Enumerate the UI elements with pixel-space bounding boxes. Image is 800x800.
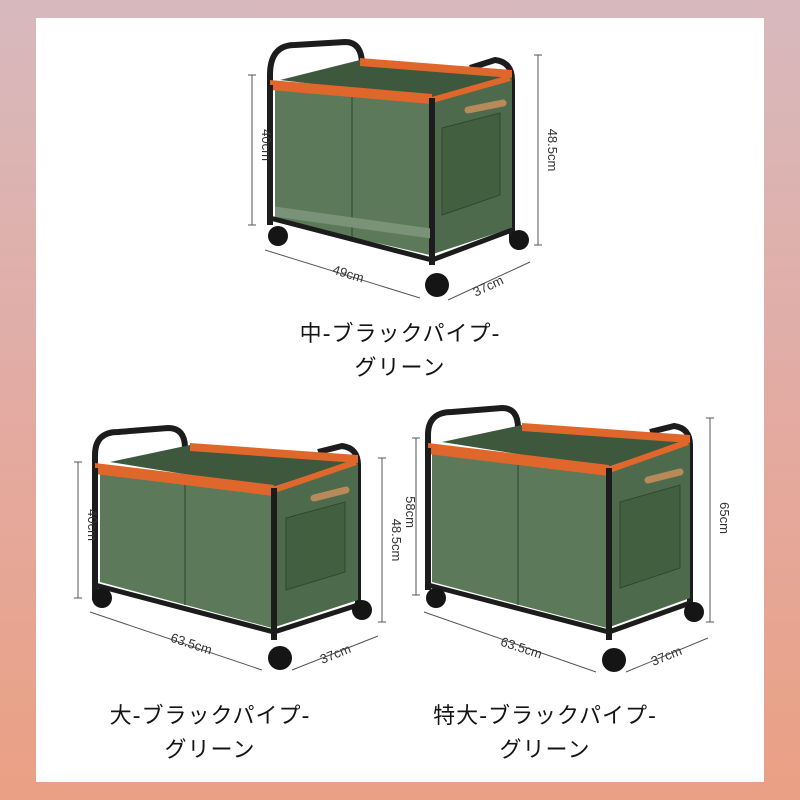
product-medium: 40cm 48.5cm 49cm 37cm (0, 0, 800, 330)
xlarge-height-inner-label: 58cm (403, 496, 418, 528)
product-medium-image: 40cm 48.5cm 49cm 37cm (248, 38, 560, 301)
product-xlarge-image: 58cm 65cm 63.5cm 37cm (403, 404, 732, 673)
medium-width-label: 49cm (331, 262, 366, 286)
xlarge-width-label: 63.5cm (499, 634, 544, 661)
medium-height-inner-label: 40cm (259, 129, 274, 161)
caption-xlarge-line1: 特大-ブラックパイプ- (433, 704, 657, 729)
caption-medium: 中-ブラックパイプ- グリーン (250, 318, 550, 386)
caption-large-line1: 大-ブラックパイプ- (109, 704, 311, 729)
xlarge-height-total-label: 65cm (717, 502, 732, 534)
large-width-label: 63.5cm (169, 630, 214, 657)
product-large: 40cm 48.5cm 63.5cm 37cm (0, 400, 404, 690)
caption-medium-line1: 中-ブラックパイプ- (299, 322, 501, 347)
large-height-total-label: 48.5cm (389, 519, 404, 562)
medium-depth-label: 37cm (471, 272, 506, 299)
caption-large: 大-ブラックパイプ- グリーン (60, 700, 360, 768)
caption-xlarge-line2: グリーン (499, 738, 591, 763)
large-depth-label: 37cm (318, 641, 353, 667)
xlarge-depth-label: 37cm (649, 643, 684, 669)
caption-medium-line2: グリーン (354, 356, 446, 381)
medium-height-total-label: 48.5cm (545, 129, 560, 172)
large-height-inner-label: 40cm (85, 509, 100, 541)
caption-large-line2: グリーン (164, 738, 256, 763)
product-xlarge: 58cm 65cm 63.5cm 37cm (400, 390, 800, 690)
product-large-image: 40cm 48.5cm 63.5cm 37cm (74, 424, 404, 671)
caption-xlarge: 特大-ブラックパイプ- グリーン (400, 700, 690, 768)
